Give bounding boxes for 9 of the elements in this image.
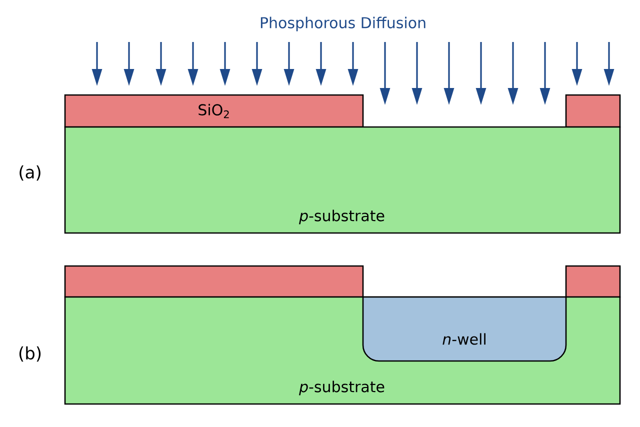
oxide-layer: [565, 94, 621, 128]
oxide-layer: [565, 265, 621, 298]
title: Phosphorous Diffusion: [260, 16, 426, 32]
well-region: n-well: [362, 296, 567, 362]
panel-label: (a): [20, 165, 40, 181]
oxide-layer: [64, 265, 364, 298]
oxide-layer: SiO$_{2}$: [64, 94, 364, 128]
substrate-block: p-substrate: [64, 126, 621, 234]
panel-label: (b): [19, 346, 41, 362]
